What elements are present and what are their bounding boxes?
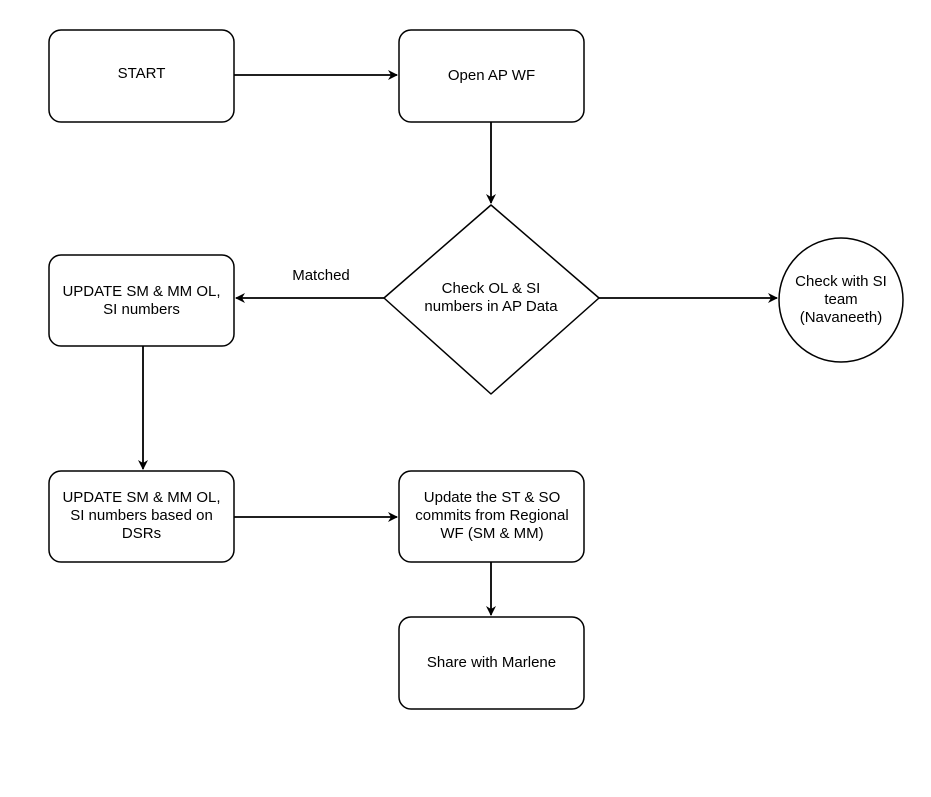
update-sm-mm-label-2: UPDATE SM & MM OL, SI numbers based on D… <box>62 489 221 542</box>
update-st-so-label: Update the ST & SO commits from Regional… <box>415 489 569 542</box>
check-ol-si-label: Check OL & SI numbers in AP Data <box>424 280 558 315</box>
share-marlene-box <box>398 616 585 710</box>
start-box <box>48 29 235 123</box>
edge-label-matched: Matched <box>292 267 350 284</box>
check-with-si-team-circle <box>778 237 904 363</box>
start-label: START <box>117 65 166 82</box>
update-sm-mm-box-1 <box>48 254 235 347</box>
open-ap-wf-label: Open AP WF <box>447 67 536 84</box>
update-sm-mm-label-1: UPDATE SM & MM OL, SI numbers <box>62 283 221 318</box>
check-with-si-team-label: Check with SI team (Navaneeth) <box>795 273 887 326</box>
check-ol-si-decision <box>383 204 600 395</box>
share-marlene-label: Share with Marlene <box>426 654 557 671</box>
